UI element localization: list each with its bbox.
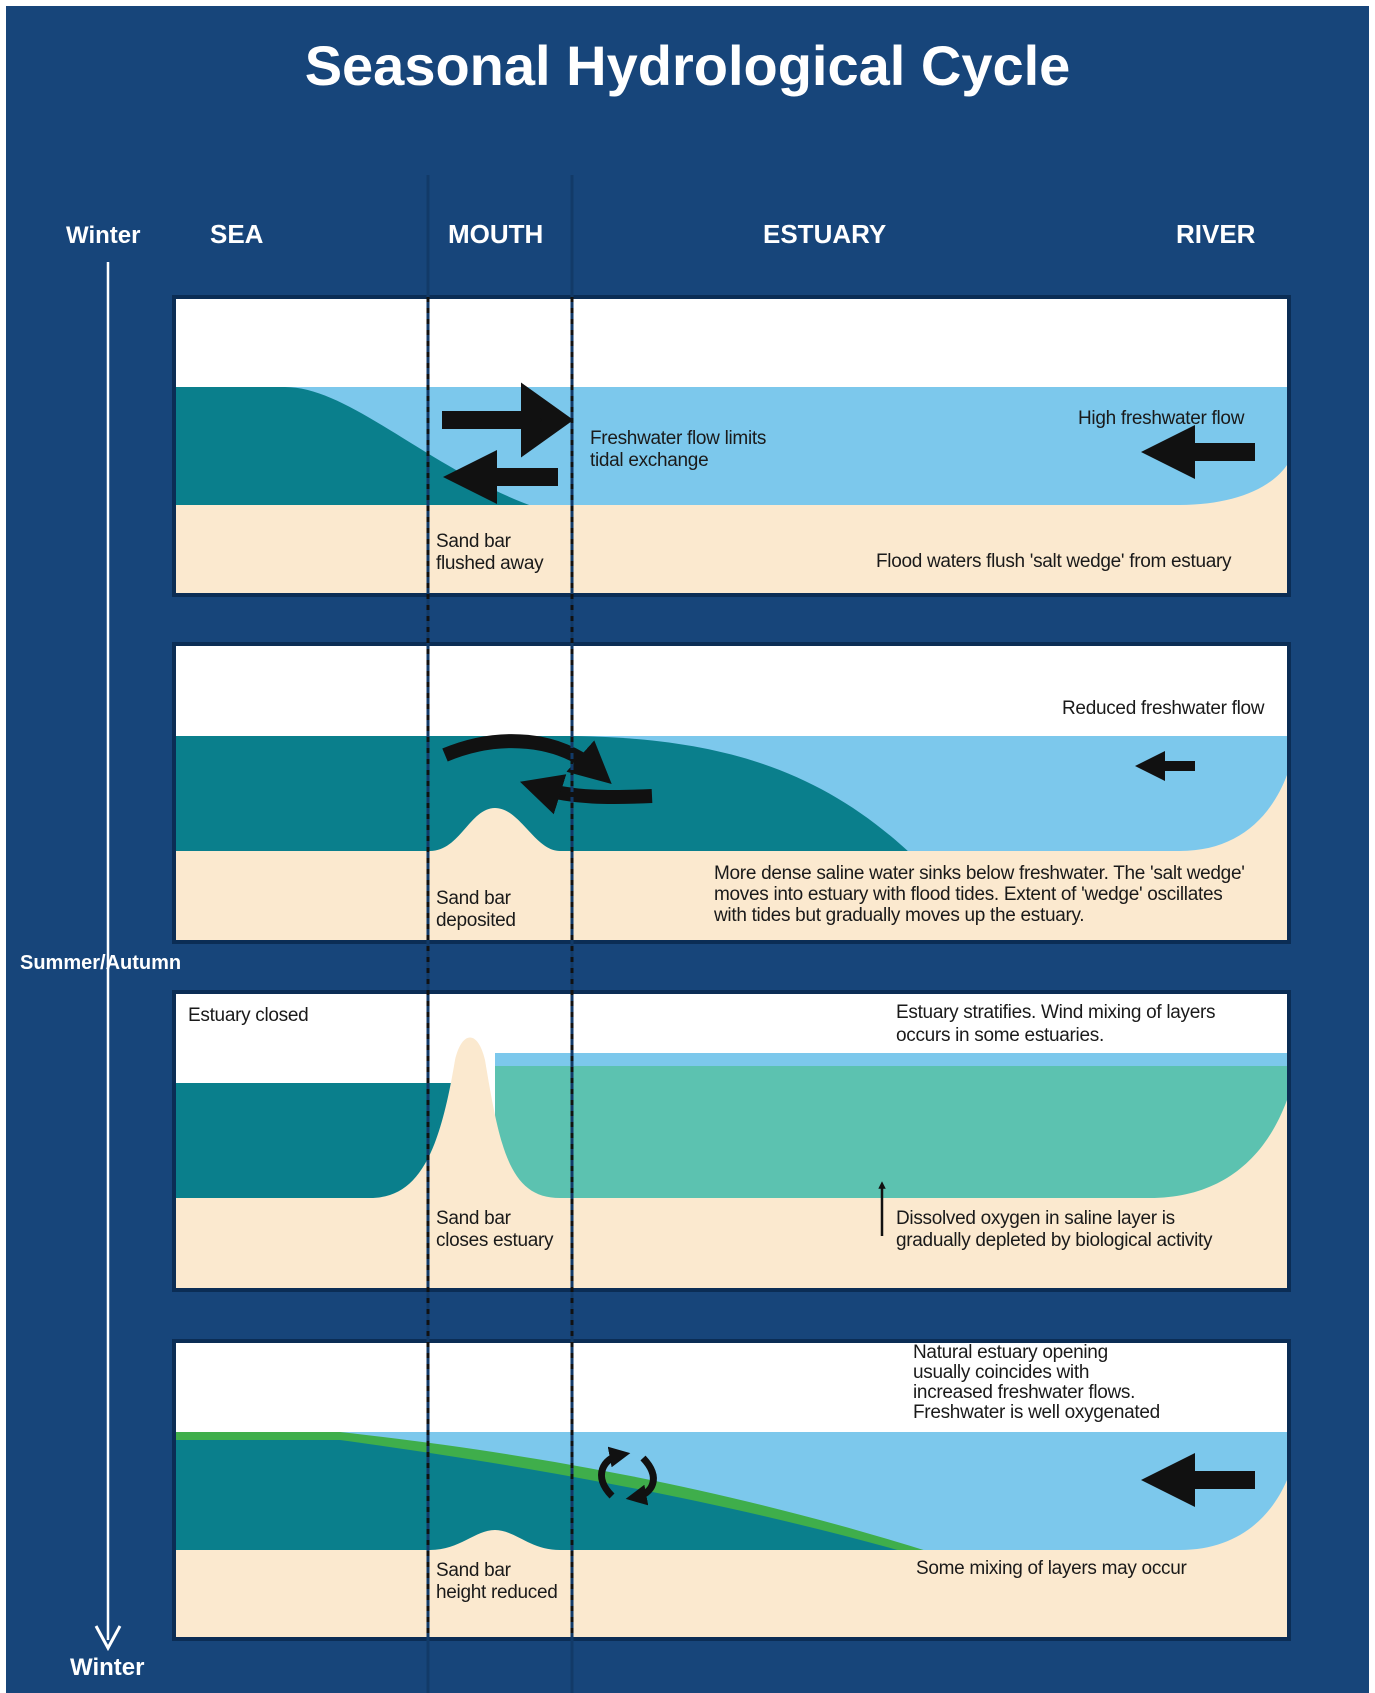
high-freshwater-flow-label: High freshwater flow [1078,408,1245,429]
panel-estuary-closed [172,990,1291,1292]
panel-salt-wedge [172,642,1291,944]
estuary-opening-label: Natural estuary opening usually coincide… [913,1342,1160,1423]
reduced-freshwater-flow-label: Reduced freshwater flow [1062,698,1265,719]
timeline-arrowhead [94,1625,122,1652]
flood-right-arrow [442,382,574,458]
sandbar-closes-label: Sand bar closes estuary [436,1208,554,1251]
panel-estuary-opening [172,1339,1291,1641]
panel-winter-flood [172,295,1291,597]
zone-river-label: RIVER [1176,219,1256,249]
sandbar-reduced-label: Sand bar height reduced [436,1560,558,1603]
timeline-start-label: Winter [66,222,141,249]
zone-estuary-label: ESTUARY [763,219,887,249]
sandbar-deposited-label: Sand bar deposited [436,888,516,931]
salt-wedge-label: More dense saline water sinks below fres… [714,863,1245,926]
layer-mixing-label: Some mixing of layers may occur [916,1558,1187,1579]
timeline-middle-label: Summer/Autumn [20,952,182,974]
mixing-arrow-right [625,1455,657,1506]
flood-waters-label: Flood waters flush 'salt wedge' from est… [876,551,1232,572]
estuary-stratifies-label: Estuary stratifies. Wind mixing of layer… [896,1002,1216,1046]
dissolved-oxygen-label: Dissolved oxygen in saline layer is grad… [896,1208,1213,1251]
zone-mouth-label: MOUTH [448,219,544,249]
tidal-arrow-in [442,734,612,784]
zone-sea-label: SEA [210,219,264,249]
estuary-closed-label: Estuary closed [188,1005,309,1026]
tidal-arrow-out [519,774,653,815]
timeline-end-label: Winter [70,1654,145,1681]
mixing-arrow-left [598,1446,631,1499]
tidal-exchange-label: Freshwater flow limits tidal exchange [590,428,767,471]
sandbar-flushed-label: Sand bar flushed away [436,531,544,574]
page-title: Seasonal Hydrological Cycle [304,34,1071,97]
